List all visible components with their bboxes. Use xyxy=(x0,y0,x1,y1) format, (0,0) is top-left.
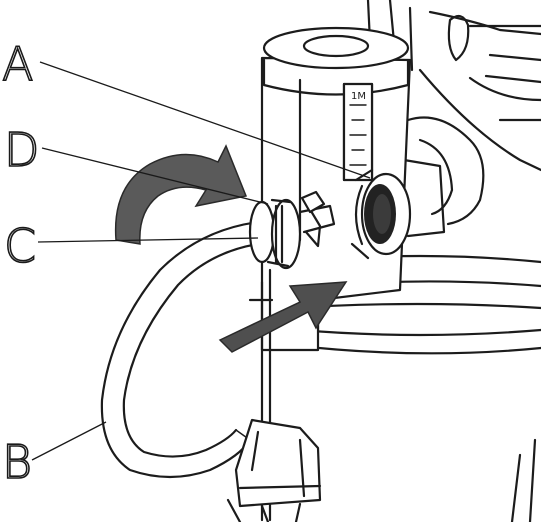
label-a: A xyxy=(2,37,33,91)
leader-b xyxy=(31,421,107,461)
lower-latch xyxy=(226,418,322,524)
leader-d xyxy=(41,147,269,205)
leader-c xyxy=(37,237,259,243)
straight-insert-arrow-icon xyxy=(218,281,348,353)
gauge-column: 1M xyxy=(248,26,412,522)
leader-a xyxy=(39,61,371,179)
label-d: D xyxy=(4,123,39,177)
hose-connector xyxy=(248,190,336,270)
label-b: B xyxy=(2,435,32,489)
curved-rotation-arrow-icon xyxy=(114,144,248,245)
motor-head xyxy=(328,0,541,238)
hose-port xyxy=(350,168,412,260)
gauge-mark-label: 1M xyxy=(351,91,366,102)
label-c: C xyxy=(4,219,36,273)
leader-lines xyxy=(31,61,371,461)
